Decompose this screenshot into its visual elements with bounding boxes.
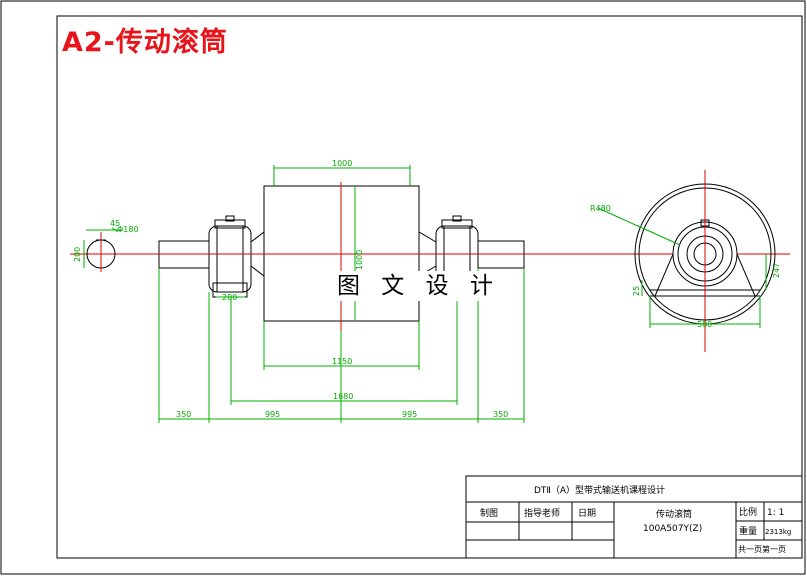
dim-base-height: 247 — [772, 263, 781, 278]
dim-end-left: 350 — [176, 410, 191, 419]
side-view-dimensions — [597, 207, 767, 328]
dim-end-right: 350 — [493, 410, 508, 419]
title-block — [465, 475, 803, 559]
dim-bearing-width: 280 — [222, 293, 237, 302]
front-view-dimension-text: 1000 1000 280 1150 1680 350 995 995 350 — [176, 159, 508, 419]
part-code: 100A507Y(Z) — [643, 524, 702, 534]
drawn-label: 制图 — [480, 507, 498, 519]
watermark-text: 图 文 设 计 — [333, 271, 504, 301]
supervisor-label: 指导老师 — [524, 507, 560, 519]
dim-base-offset: 25 — [632, 286, 641, 296]
project-name: DTⅡ（A）型带式输送机课程设计 — [534, 484, 665, 496]
side-view-dim-text: R480 580 247 25 — [590, 204, 781, 329]
dim-shaft-height: 200 — [73, 247, 82, 262]
dim-half-left: 995 — [265, 410, 280, 419]
scale-label: 比例 — [739, 506, 757, 518]
drawing-title: A2-传动滚筒 — [62, 27, 228, 58]
dim-span-1150: 1150 — [332, 357, 352, 366]
inner-frame — [56, 15, 803, 559]
dim-base-width: 580 — [697, 320, 712, 329]
shaft-section-dim-text: 45 Φ180 200 — [73, 219, 139, 262]
dim-span-1680: 1680 — [333, 392, 353, 401]
left-bearing-housing — [208, 225, 252, 293]
shaft-section-view — [83, 227, 122, 272]
part-name: 传动滚筒 — [656, 508, 692, 520]
dim-keyway: 45 — [110, 219, 120, 228]
sheet-label: 共一页第一页 — [738, 544, 786, 554]
dim-radius: R480 — [590, 204, 611, 213]
dim-drum-diameter: 1000 — [355, 250, 364, 270]
dim-drum-length: 1000 — [332, 159, 352, 168]
dim-half-right: 995 — [402, 410, 417, 419]
dim-shaft-circle: Φ180 — [117, 225, 139, 234]
weight-label: 重量 — [739, 525, 757, 537]
scale-value: 1: 1 — [767, 508, 784, 518]
weight-value: 2313kg — [765, 528, 791, 536]
title-block-text: DTⅡ（A）型带式输送机课程设计 制图 指导老师 日期 传动滚筒 100A507… — [480, 484, 791, 554]
date-label: 日期 — [578, 508, 596, 519]
